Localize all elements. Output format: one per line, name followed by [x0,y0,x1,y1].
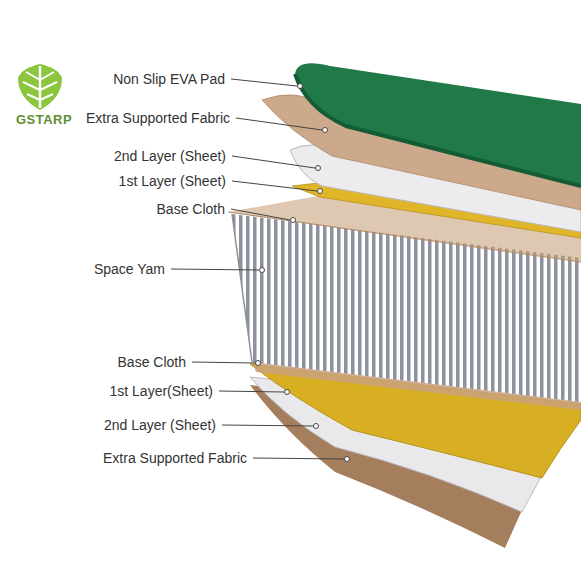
layer-label: 2nd Layer (Sheet) [114,148,226,164]
layer-label: 2nd Layer (Sheet) [104,417,216,433]
layer-label: Extra Supported Fabric [103,450,247,466]
layer-label: Non Slip EVA Pad [113,71,225,87]
logo-text: GSTARP [16,112,72,128]
layer-label: Base Cloth [157,201,225,217]
layer-label: 1st Layer (Sheet) [119,173,226,189]
eva-pad [295,63,581,186]
layer-label: Base Cloth [118,354,186,370]
layer-label: Extra Supported Fabric [86,110,230,126]
leader-lines [171,79,350,462]
logo-leaf [18,64,62,110]
layer-label: Space Yam [94,261,165,277]
layer-label: 1st Layer(Sheet) [110,383,214,399]
